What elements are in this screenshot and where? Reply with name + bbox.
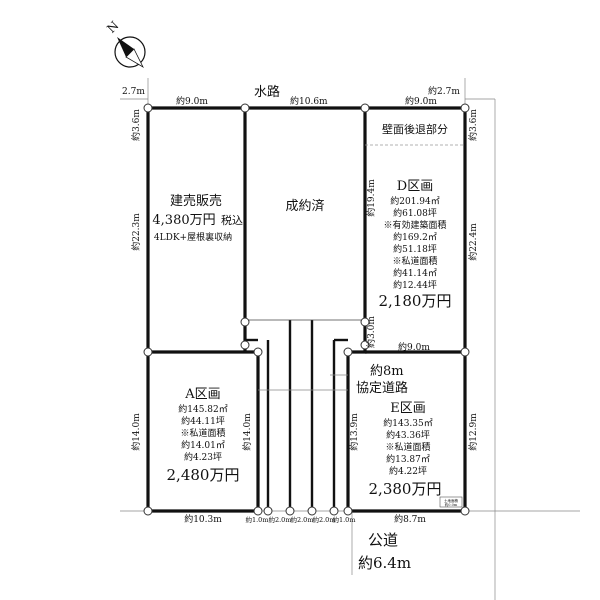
e-lot-road-m2: 約13.87㎡ (386, 453, 430, 465)
e-lot-road-title: ※私道面積 (385, 441, 430, 453)
d-lot-bottom: 約9.0m (398, 341, 430, 353)
a-lot-side-right: 約14.0m (241, 413, 253, 451)
bottom-dim-4: 約2.0m (312, 515, 335, 524)
left-lot-spec: 4LDK+屋根裏収納 (154, 231, 232, 243)
d-lot-eff-tsubo: 約51.18坪 (393, 243, 437, 255)
bottom-dim-2: 約2.0m (268, 515, 291, 524)
public-road-name: 公道 (368, 531, 398, 549)
d-lot-side-left: 約19.4m (365, 179, 377, 217)
d-lot-area-tsubo: 約61.08坪 (393, 207, 437, 219)
bottom-dim-3: 約2.0m (290, 515, 313, 524)
a-lot-road-title: ※私道面積 (180, 427, 225, 439)
waterway-label: 水路 (254, 84, 280, 100)
top-left-offset: 2.7m (122, 87, 145, 97)
e-lot-area-m2: 約143.35㎡ (383, 417, 433, 429)
d-lot-road-tsubo: 約12.44坪 (393, 279, 437, 291)
d-lot-side-right-top: 約3.6m (467, 109, 479, 141)
left-lot-status: 建売販売 (170, 193, 222, 209)
bottom-dim-5: 約1.0m (332, 515, 355, 524)
d-lot-eff-title: ※有効建築面積 (383, 219, 446, 231)
bottom-dim-1: 約1.0m (245, 515, 268, 524)
left-lot-side-top: 約3.6m (130, 109, 142, 141)
left-lot-side-main: 約22.3m (130, 213, 142, 251)
d-lot-side-right: 約22.4m (467, 223, 479, 261)
a-lot-price: 2,480万円 (167, 466, 240, 484)
a-lot-road-m2: 約14.01㎡ (181, 439, 225, 451)
north-label: N (104, 18, 121, 35)
a-lot-name: A区画 (184, 387, 220, 402)
corner-markers (143, 103, 470, 516)
road-width: 約8m (370, 364, 404, 379)
middle-lot-status: 成約済 (285, 198, 324, 214)
d-lot-road-m2: 約41.14㎡ (393, 267, 437, 279)
d-lot-side-small: 約3.0m (365, 316, 377, 348)
top-seg-left: 約9.0m (176, 95, 208, 107)
d-lot-road-title: ※私道面積 (392, 255, 437, 267)
left-lot-tax: 税込 (221, 213, 243, 227)
public-road-width: 約6.4m (358, 554, 411, 572)
stamp-line-2: 約0.0m (445, 502, 458, 507)
a-lot-bottom: 約10.3m (184, 513, 222, 525)
top-right-offset: 約2.7m (428, 85, 460, 97)
d-lot-area-m2: 約201.94㎡ (390, 195, 440, 207)
d-lot-setback: 壁面後退部分 (382, 122, 448, 136)
a-lot-road-tsubo: 約4.23坪 (184, 451, 222, 463)
d-lot-name: D区画 (397, 179, 433, 194)
e-lot-road-tsubo: 約4.22坪 (389, 465, 427, 477)
e-lot-price: 2,380万円 (369, 480, 442, 498)
e-lot-side-left: 約13.9m (348, 413, 360, 451)
a-lot-side-left: 約14.0m (130, 413, 142, 451)
top-seg-mid: 約10.6m (290, 95, 328, 107)
stamp-line-1: 土地面積 (444, 498, 458, 503)
stamp-box: 土地面積 約0.0m (439, 496, 463, 508)
e-lot-side-right: 約12.9m (467, 413, 479, 451)
left-lot-price: 4,380万円 (152, 213, 215, 228)
top-seg-right: 約9.0m (405, 95, 437, 107)
road-name: 協定道路 (356, 380, 408, 396)
e-lot-area-tsubo: 約43.36坪 (386, 429, 430, 441)
a-lot-area-m2: 約145.82㎡ (178, 403, 228, 415)
north-arrow-icon: N (104, 18, 146, 69)
d-lot-eff-m2: 約169.2㎡ (393, 231, 437, 243)
d-lot-price: 2,180万円 (379, 292, 452, 310)
a-lot-area-tsubo: 約44.11坪 (181, 415, 225, 427)
e-lot-name: E区画 (390, 401, 426, 416)
e-lot-bottom: 約8.7m (394, 513, 426, 525)
